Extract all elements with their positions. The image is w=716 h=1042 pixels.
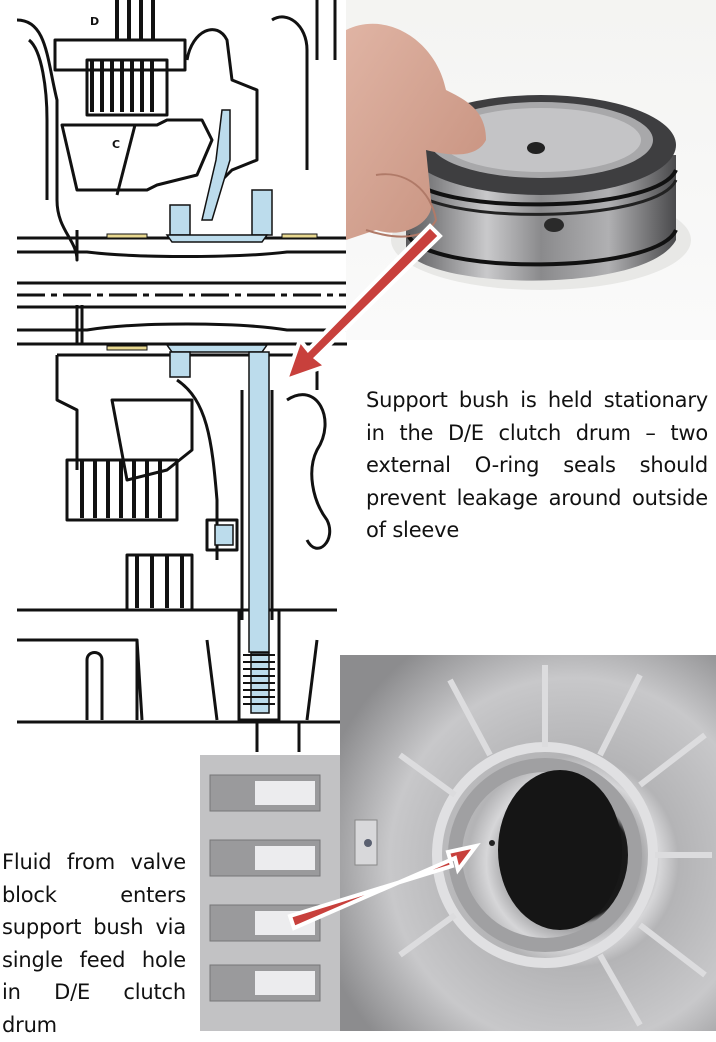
- diagram-label-d: D: [90, 15, 99, 28]
- arrow-to-feed-hole-icon: [287, 842, 481, 931]
- support-bush-photo: [346, 0, 716, 340]
- fluid-feed-caption: Fluid from valve block enters support bu…: [2, 850, 186, 1037]
- diagram-label-c: C: [112, 138, 120, 151]
- arrow-to-diagram-icon: [282, 223, 443, 384]
- support-bush-caption: Support bush is held stationary in the D…: [366, 388, 708, 542]
